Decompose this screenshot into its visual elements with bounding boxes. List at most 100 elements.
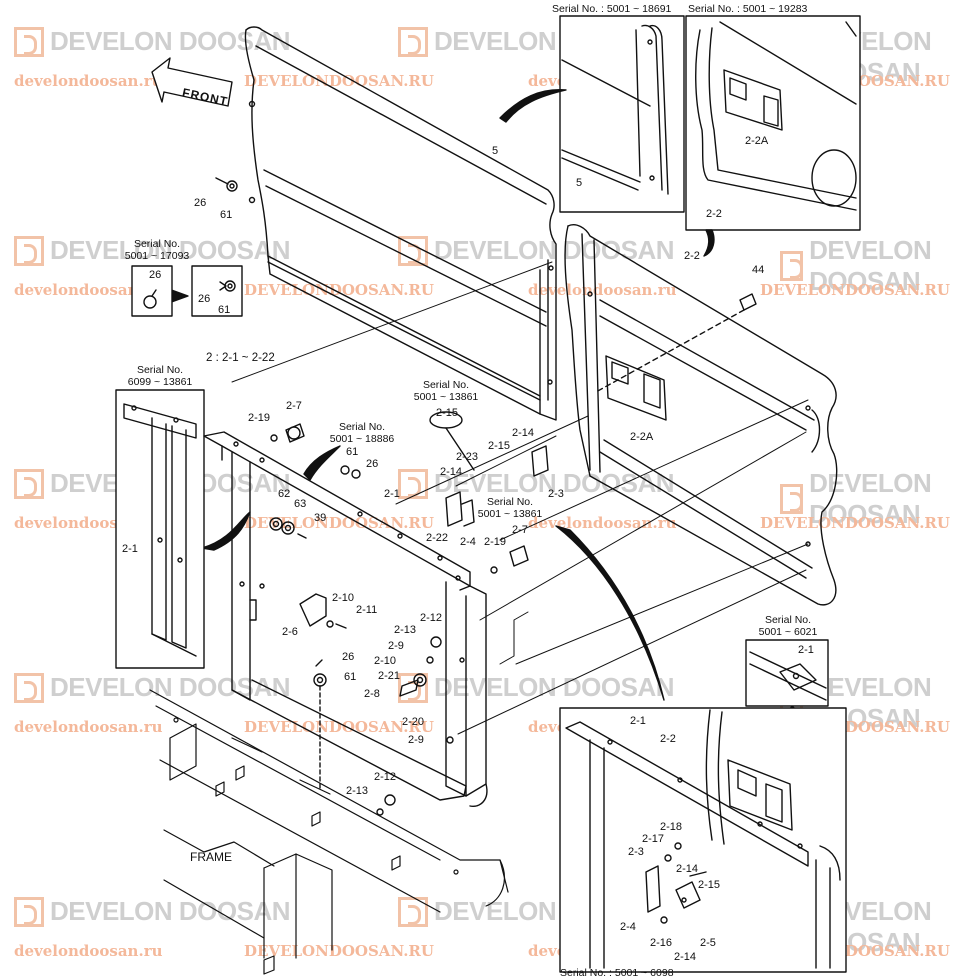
machine-frame bbox=[149, 689, 509, 975]
watermark-brand: DEVELON DOOSAN bbox=[809, 235, 932, 296]
watermark-logo: DEVELON DOOSAN bbox=[398, 672, 675, 703]
part-label: 5 bbox=[492, 145, 499, 157]
part-label: 2-12 bbox=[420, 612, 443, 624]
watermark-url: develondoosan.ru bbox=[14, 72, 163, 90]
part-label: 2-10 bbox=[332, 592, 355, 604]
part-label: 2-1 bbox=[384, 488, 400, 500]
part-label: 2-2A bbox=[630, 431, 654, 443]
serial-caption: Serial No. bbox=[486, 496, 534, 508]
part-label: 2-14 bbox=[676, 863, 699, 875]
part-label: 5 bbox=[576, 177, 583, 189]
part-label: 2-14 bbox=[512, 427, 535, 439]
door-panel-2-2 bbox=[564, 224, 838, 606]
watermark-url: develondoosan.ru bbox=[14, 942, 163, 960]
serial-range: 6099 ~ 13861 bbox=[127, 376, 193, 389]
serial-note: Serial No.6099 ~ 13861 bbox=[120, 364, 200, 388]
inset-frame bbox=[115, 389, 205, 669]
part-label: 2-2 bbox=[706, 208, 722, 220]
brand-mark-icon bbox=[780, 251, 804, 281]
inset-frame bbox=[559, 15, 685, 213]
part-label: 2-2 bbox=[684, 250, 700, 262]
part-label: 2-3 bbox=[628, 846, 644, 858]
part-label: 2-19 bbox=[484, 536, 507, 548]
part-label: 63 bbox=[294, 498, 307, 510]
serial-range: 5001 ~ 13861 bbox=[477, 508, 543, 521]
serial-caption: Serial No. bbox=[136, 364, 184, 376]
part-label: 2-3 bbox=[548, 488, 564, 500]
serial-caption: Serial No. bbox=[764, 614, 812, 626]
serial-caption: Serial No. bbox=[133, 238, 181, 250]
part-label: 2-11 bbox=[356, 604, 378, 616]
part-label: 2-9 bbox=[388, 640, 404, 652]
part-label: 2-1 bbox=[122, 543, 138, 555]
serial-caption: Serial No. bbox=[422, 379, 470, 391]
part-label: 2-5 bbox=[700, 937, 716, 949]
brand-mark-icon bbox=[398, 26, 428, 57]
part-label: 39 bbox=[314, 512, 327, 524]
serial-note: Serial No.5001 ~ 13861 bbox=[406, 379, 486, 403]
part-label: 26 bbox=[366, 458, 379, 470]
serial-range: 5001 ~ 13861 bbox=[413, 391, 479, 404]
serial-note: Serial No.5001 ~ 17093 bbox=[122, 238, 192, 262]
part-label: 2-7 bbox=[512, 524, 528, 536]
cover-panel-5 bbox=[244, 26, 557, 421]
serial-note: Serial No.5001 ~ 13861 bbox=[470, 496, 550, 520]
inset-frame bbox=[559, 707, 847, 973]
serial-range: 5001 ~ 6021 bbox=[758, 626, 818, 639]
part-label: 2-2A bbox=[745, 135, 769, 147]
watermark-logo: DEVELON DOOSAN bbox=[14, 896, 291, 927]
watermark-logo: DEVELON DOOSAN bbox=[780, 468, 980, 530]
watermark-logo: DEVELON DOOSAN bbox=[14, 26, 291, 57]
brand-mark-icon bbox=[14, 468, 44, 499]
part-label: 2-16 bbox=[650, 937, 673, 949]
watermark-url: develondoosan.ru bbox=[14, 281, 163, 299]
part-label: 2-7 bbox=[286, 400, 302, 412]
part-label: 2-1 bbox=[798, 644, 814, 656]
watermark-brand: DEVELON DOOSAN bbox=[434, 672, 675, 702]
inset-frame bbox=[745, 639, 829, 707]
inset-frame bbox=[191, 265, 243, 317]
serial-note: Serial No.5001 ~ 6021 bbox=[748, 614, 828, 638]
part-label: 2-15 bbox=[488, 440, 511, 452]
brand-mark-icon bbox=[14, 672, 44, 703]
part-label: 61 bbox=[218, 304, 231, 316]
watermark-url: DEVELONDOOSAN.RU bbox=[244, 514, 434, 532]
part-label: 2-19 bbox=[248, 412, 271, 424]
part-label: 62 bbox=[278, 488, 291, 500]
part-label: 2-4 bbox=[620, 921, 636, 933]
inset-bracket-2-1 bbox=[749, 651, 827, 701]
brand-mark-icon bbox=[14, 896, 44, 927]
watermark-brand: DEVELON DOOSAN bbox=[50, 26, 291, 56]
brand-mark-icon bbox=[14, 26, 44, 57]
part-label: 2-15 bbox=[436, 407, 459, 419]
part-label: 2-18 bbox=[660, 821, 683, 833]
watermark-url: develondoosan.ru bbox=[528, 514, 677, 532]
inset-frame bbox=[685, 15, 861, 231]
part-label: 61 bbox=[344, 671, 357, 683]
inset-panel-5 bbox=[561, 24, 669, 195]
part-label: 2-22 bbox=[426, 532, 449, 544]
inset-frame-2-1 bbox=[123, 403, 197, 657]
part-label: 2-17 bbox=[642, 833, 665, 845]
watermark-brand: DEVELON DOOSAN bbox=[809, 468, 932, 529]
serial-range: 5001 ~ 17093 bbox=[124, 250, 190, 263]
serial-note: Serial No.5001 ~ 18886 bbox=[322, 421, 402, 445]
part-label: 26 bbox=[342, 651, 355, 663]
part-label: 26 bbox=[194, 197, 207, 209]
part-label: 2-10 bbox=[374, 655, 397, 667]
part-label: 2-23 bbox=[456, 451, 479, 463]
part-label: 2-12 bbox=[374, 771, 397, 783]
part-label: 61 bbox=[220, 209, 233, 221]
front-arrow-icon bbox=[151, 57, 233, 107]
part-label: 2-13 bbox=[394, 624, 417, 636]
part-label: 2-15 bbox=[698, 879, 721, 891]
part-label: 2-4 bbox=[460, 536, 476, 548]
watermark-url: develondoosan.ru bbox=[14, 718, 163, 736]
callout-blob bbox=[499, 89, 567, 123]
serial-caption: Serial No. bbox=[338, 421, 386, 433]
part-label: 61 bbox=[346, 446, 359, 458]
callout-blob bbox=[303, 445, 341, 481]
serial-note: Serial No. : 5001 ~ 18691 bbox=[552, 3, 672, 15]
